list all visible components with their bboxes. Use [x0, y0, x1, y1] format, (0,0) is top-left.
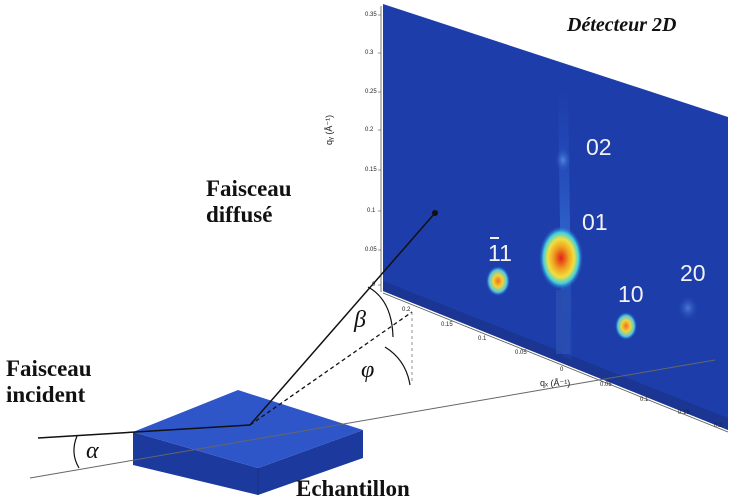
incident-beam	[37, 424, 251, 439]
surface-reference-line	[29, 359, 716, 479]
peak-01-spot	[539, 226, 583, 290]
scattered-beam-label-line2: diffusé	[206, 202, 273, 227]
beta-symbol: β	[354, 307, 366, 333]
sample-label: Echantillon	[296, 476, 410, 501]
scattered-beam-label-line1: Faisceau	[206, 176, 292, 201]
qx-tick-2: 0.15	[441, 322, 453, 328]
detector-bottom-band	[383, 281, 728, 430]
beamstop	[556, 290, 570, 354]
qx-tick-7: 0.1	[640, 397, 649, 403]
peak-10-spot	[615, 312, 637, 340]
qy-tick-0.35: 0.35	[365, 12, 377, 18]
qx-tick-3: 0.1	[478, 336, 487, 342]
alpha-arc	[73, 435, 80, 469]
qy-ticks	[378, 14, 381, 286]
qy-tick-0.2: 0.2	[365, 127, 374, 133]
scattered-beam-impact	[432, 210, 438, 216]
qx-tick-9: 0.2	[714, 423, 723, 429]
peak-label-02: 02	[586, 134, 612, 160]
incident-beam-label: Faisceau incident	[6, 356, 92, 408]
qx-tick-8: 0.15	[678, 410, 690, 416]
detector-title: Détecteur 2D	[567, 14, 677, 36]
phi-arc	[384, 346, 411, 386]
qx-tick-6: 0.05	[600, 382, 612, 388]
qy-tick-0.1: 0.1	[367, 208, 376, 214]
peak-label-20: 20	[680, 260, 706, 286]
qy-tick-0: 0	[372, 282, 376, 288]
qy-tick-0.15: 0.15	[365, 167, 377, 173]
qy-axis-label: qᵧ (Å⁻¹)	[324, 114, 334, 145]
sample-side-face	[133, 430, 363, 495]
qx-axis-label: qₓ (Å⁻¹)	[540, 378, 571, 388]
qx-tick-4: 0.05	[515, 350, 527, 356]
incident-beam-label-line2: incident	[6, 382, 86, 407]
qx-tick-5: 0	[560, 367, 564, 373]
peak-20-spot	[678, 296, 698, 320]
beta-arc	[367, 286, 394, 338]
overbar	[490, 237, 499, 239]
peak-11-spot	[486, 266, 510, 296]
peak-02-spot	[555, 148, 571, 172]
qy-tick-0.05: 0.05	[365, 247, 377, 253]
scattered-beam	[249, 212, 436, 426]
qy-tick-0.25: 0.25	[365, 89, 377, 95]
peak-label-11-text: 11	[488, 240, 512, 266]
qx-tick-1: 0.2	[402, 307, 411, 313]
qy-tick-0.3: 0.3	[365, 50, 374, 56]
qx-axis-line	[382, 292, 729, 433]
projection-line	[249, 311, 413, 426]
peak-label-10: 10	[618, 281, 644, 307]
alpha-symbol: α	[86, 438, 99, 464]
sample-top-face	[133, 390, 363, 468]
incident-beam-label-line1: Faisceau	[6, 356, 92, 381]
peak-label-01: 01	[582, 209, 608, 235]
peak-label-11: 11	[488, 237, 512, 267]
detector-panel	[383, 4, 728, 430]
phi-symbol: φ	[361, 357, 375, 383]
scattered-beam-label: Faisceau diffusé	[206, 176, 292, 228]
